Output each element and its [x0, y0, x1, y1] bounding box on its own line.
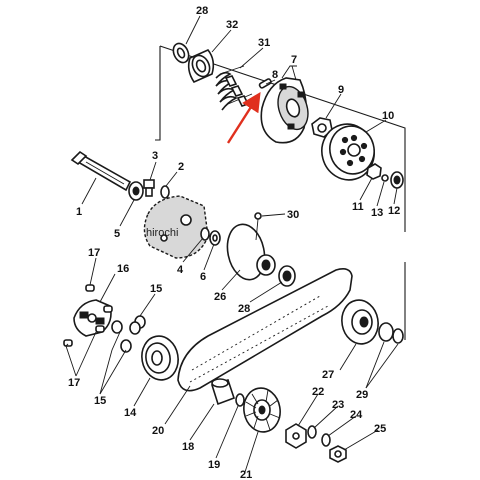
part-25-nut: [329, 445, 347, 463]
part-7-clutch-carrier: [260, 77, 309, 144]
part-29-bearings: [378, 322, 404, 344]
callout-27: 27: [322, 369, 334, 381]
part-32-collar: [187, 49, 215, 84]
crankcase-cover-plate: [143, 195, 209, 259]
callout-1: 1: [76, 206, 82, 218]
part-13-washer: [381, 174, 389, 182]
callout-11: 11: [352, 201, 364, 213]
part-31-spring: [215, 65, 253, 111]
part-28-washer-lower: [278, 265, 296, 287]
callout-14: 14: [124, 407, 137, 419]
part-1-drive-shaft: [70, 150, 132, 192]
callout-17-top: 17: [88, 247, 100, 259]
callout-2: 2: [178, 161, 184, 173]
red-highlight-arrow: [226, 91, 261, 144]
part-11-nut: [366, 163, 382, 180]
callout-5: 5: [114, 228, 120, 240]
callout-4: 4: [177, 264, 184, 276]
callout-18: 18: [182, 441, 194, 453]
callout-19: 19: [208, 459, 220, 471]
callout-20: 20: [152, 425, 164, 437]
callout-32: 32: [226, 19, 238, 31]
callout-25: 25: [374, 423, 386, 435]
part-28-washer: [172, 42, 190, 64]
callout-12: 12: [388, 205, 400, 217]
part-24-washer: [321, 433, 331, 447]
part-14-movable-face: [141, 335, 179, 381]
part-15-rollers: [111, 315, 146, 353]
callout-8: 8: [272, 69, 278, 81]
part-27-driven-pulley: [341, 299, 379, 345]
part-23-washer: [307, 425, 317, 439]
callout-13: 13: [371, 207, 383, 219]
callout-21: 21: [240, 469, 252, 480]
part-3-bolt: [143, 179, 155, 197]
part-26-drive-pulley: [226, 223, 276, 281]
callout-10: 10: [382, 110, 394, 122]
part-9-nut: [311, 117, 333, 138]
part-21-fan-face: [243, 387, 281, 433]
part-20-drive-belt: [177, 268, 353, 392]
callout-28-lower: 28: [238, 303, 250, 315]
part-5-bearing: [128, 181, 144, 201]
callout-30: 30: [287, 209, 299, 221]
callout-16: 16: [117, 263, 129, 275]
callout-15-bottom: 15: [94, 395, 106, 407]
part-2-washer: [160, 185, 170, 199]
callout-9: 9: [338, 84, 344, 96]
callout-24: 24: [350, 409, 363, 421]
callout-3: 3: [152, 150, 158, 162]
callout-29: 29: [356, 389, 368, 401]
part-12-bearing: [390, 171, 404, 189]
part-19-washer: [235, 393, 245, 407]
part-6-washer: [209, 230, 221, 246]
assembly-frame: [155, 46, 161, 141]
assembly-frame-top: [159, 45, 406, 232]
part-22-gear: [285, 423, 307, 449]
leader-lines: [65, 15, 399, 473]
part-30-bolt: [254, 212, 262, 241]
callout-15-top: 15: [150, 283, 162, 295]
callout-28-top: 28: [196, 5, 208, 17]
part-18-collar: [210, 378, 236, 406]
callout-23: 23: [332, 399, 344, 411]
watermark-text: hirochi: [146, 227, 178, 239]
callout-31: 31: [258, 37, 270, 49]
callout-22: 22: [312, 386, 324, 398]
callout-labels: 28 32 31 7 8 9 10 11 13 12 3 2 1 5 30 4 …: [68, 5, 400, 480]
callout-6: 6: [200, 271, 206, 283]
callout-26: 26: [214, 291, 226, 303]
callout-7: 7: [291, 54, 297, 66]
part-8-pin: [258, 78, 272, 89]
part-4-washer: [200, 227, 210, 241]
callout-17-bottom: 17: [68, 377, 80, 389]
part-10-clutch-housing: [321, 123, 375, 181]
